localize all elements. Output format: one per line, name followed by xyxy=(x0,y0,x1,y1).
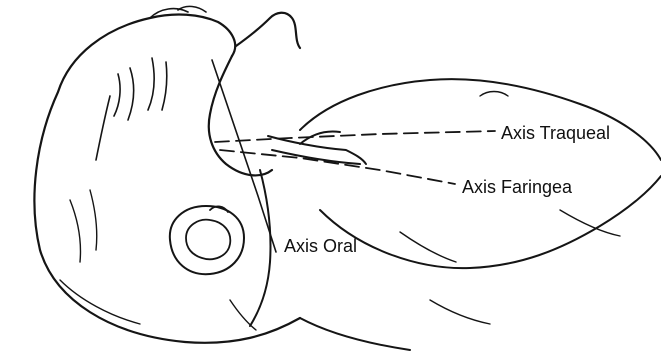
axis-oral-label: Axis Oral xyxy=(284,237,357,255)
axis-faringea-line xyxy=(220,150,455,184)
ear xyxy=(170,206,244,274)
ear-inner xyxy=(186,206,230,259)
hair-strokes xyxy=(96,6,206,160)
airway-tube xyxy=(268,132,366,165)
axis-traqueal-line xyxy=(215,131,495,142)
head-outline xyxy=(34,15,300,343)
axis-traqueal-label: Axis Traqueal xyxy=(501,124,610,142)
neck-shoulder xyxy=(300,79,661,350)
jaw-line xyxy=(250,170,271,326)
axis-faringea-label: Axis Faringea xyxy=(462,178,572,196)
